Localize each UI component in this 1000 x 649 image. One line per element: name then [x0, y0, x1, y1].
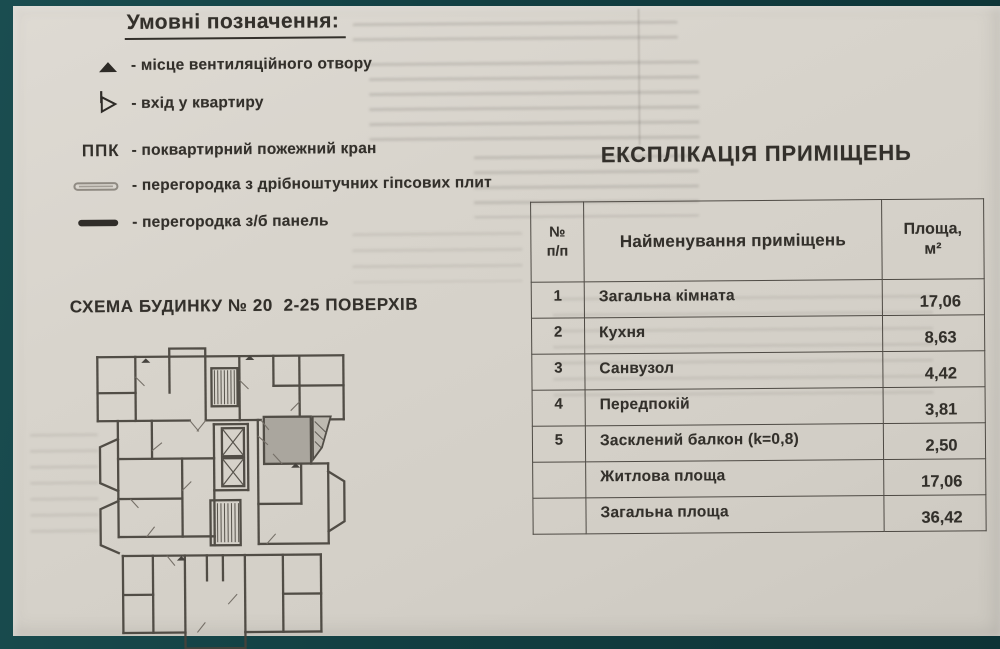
ppk-symbol: ППК [81, 141, 120, 161]
table-row: 2 Кухня 8,63 [531, 314, 985, 355]
table-row-total-overall: Загальна площа 36,42 [532, 494, 987, 535]
bleedthrough-smudge [352, 231, 523, 284]
legend-item-label: - вхід у квартиру [131, 93, 264, 112]
legend-item-label: - місце вентиляційного отвору [130, 55, 373, 74]
gypsum-partition-icon [46, 180, 132, 192]
table-row: 3 Санвузол 4,42 [531, 350, 986, 391]
legend-title: Умовні позначення: [124, 9, 346, 40]
legend-item-label: - перегородка з/б панель [132, 212, 329, 231]
col-header-name: Найменування приміщень [583, 199, 883, 282]
table-row: 5 Засклений балкон (k=0,8) 2,50 [532, 422, 986, 463]
apartment-entrance-icon [45, 90, 131, 118]
legend-item-label: - поквартирний пожежний кран [131, 140, 377, 159]
concrete-panel-partition-icon [46, 218, 132, 229]
col-header-num: № п/п [530, 201, 585, 283]
legend-item-entrance: - вхід у квартиру [45, 87, 515, 118]
explication-table: № п/п Найменування приміщень Площа, м² 1… [530, 198, 987, 535]
table-row: 1 Загальна кімната 17,06 [531, 278, 985, 319]
legend-item-concrete-partition: - перегородка з/б панель [46, 207, 516, 237]
paper-sheet: Умовні позначення: - місце вентиляційног… [13, 6, 1000, 649]
legend-item-ppk: ППК - поквартирний пожежний кран [46, 135, 516, 165]
legend-item-gypsum-partition: - перегородка з дрібноштучних гіпсових п… [46, 170, 516, 200]
col-header-area: Площа, м² [881, 198, 985, 280]
table-row: 4 Передпокій 3,81 [532, 386, 986, 427]
legend-section: Умовні позначення: - місце вентиляційног… [45, 8, 517, 237]
table-header-row: № п/п Найменування приміщень Площа, м² [530, 198, 985, 283]
floor-plan-drawing [96, 347, 346, 649]
table-row-total-living: Житлова площа 17,06 [532, 458, 986, 499]
legend-item-label: - перегородка з дрібноштучних гіпсових п… [131, 174, 492, 194]
vent-opening-triangle-icon [45, 59, 131, 73]
legend-item-vent: - місце вентиляційного отвору [45, 50, 515, 80]
explication-title: ЕКСПЛІКАЦІЯ ПРИМІЩЕНЬ [600, 139, 912, 168]
scheme-title: СХЕМА БУДИНКУ № 20 2-25 ПОВЕРХІВ [69, 294, 419, 317]
